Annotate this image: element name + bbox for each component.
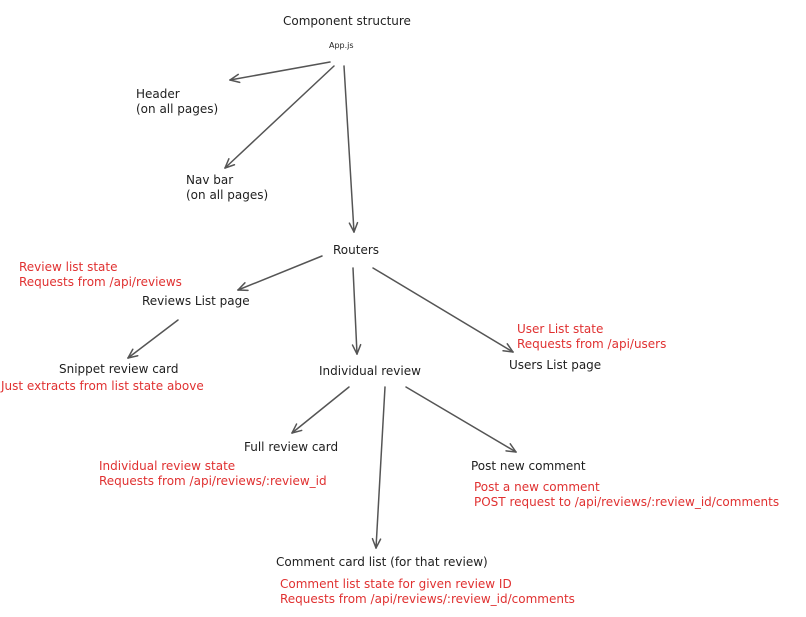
note-users-list-state: User List state xyxy=(517,322,604,336)
node-full-review-card: Full review card xyxy=(244,440,339,454)
note-full-review-card: Individual review state Requests from /a… xyxy=(99,459,327,489)
node-post-new-comment: Post new comment xyxy=(471,459,586,473)
diagram-title: Component structure xyxy=(283,14,411,28)
note-users-list-request: Requests from /api/users xyxy=(517,337,667,351)
arrow-app-to-navbar xyxy=(224,65,335,169)
note-full-review-request: Requests from /api/reviews/:review_id xyxy=(99,474,327,488)
note-comment-card-list: Comment list state for given review ID R… xyxy=(280,577,575,607)
arrow-routers-to-individual-review xyxy=(351,267,362,355)
node-header: Header (on all pages) xyxy=(136,87,218,117)
node-nav-bar-name: Nav bar xyxy=(186,173,234,187)
node-individual-review: Individual review xyxy=(319,364,421,378)
node-reviews-list-page: Reviews List page xyxy=(142,294,250,308)
node-snippet-review-card: Snippet review card xyxy=(59,362,179,376)
note-post-comment-action: Post a new comment xyxy=(474,480,600,494)
node-header-name: Header xyxy=(136,87,180,101)
note-comment-list-request: Requests from /api/reviews/:review_id/co… xyxy=(280,592,575,606)
node-nav-bar: Nav bar (on all pages) xyxy=(186,173,268,203)
note-comment-list-state: Comment list state for given review ID xyxy=(280,577,512,591)
note-users-list: User List state Requests from /api/users xyxy=(517,322,666,352)
arrow-app-to-header xyxy=(229,61,331,84)
node-app-js: App.js xyxy=(329,41,354,50)
note-reviews-list-request: Requests from /api/reviews xyxy=(19,275,182,289)
arrow-individual-review-to-full-card xyxy=(291,386,350,434)
arrow-routers-to-users-list xyxy=(372,267,514,353)
note-reviews-list: Review list state Requests from /api/rev… xyxy=(19,260,182,290)
arrow-individual-review-to-comment-list xyxy=(371,386,386,549)
arrow-app-to-routers xyxy=(343,65,359,233)
node-users-list-page: Users List page xyxy=(509,358,602,372)
arrow-routers-to-reviews-list xyxy=(237,255,323,292)
note-reviews-list-state: Review list state xyxy=(19,260,118,274)
node-header-detail: (on all pages) xyxy=(136,102,219,116)
node-routers: Routers xyxy=(333,243,380,257)
node-comment-card-list: Comment card list (for that review) xyxy=(276,555,488,569)
arrow-individual-review-to-post-comment xyxy=(405,386,517,453)
note-post-comment-request: POST request to /api/reviews/:review_id/… xyxy=(474,495,780,509)
note-full-review-state: Individual review state xyxy=(99,459,236,473)
note-post-new-comment: Post a new comment POST request to /api/… xyxy=(474,480,779,510)
note-snippet-review-card: Just extracts from list state above xyxy=(1,379,204,393)
node-nav-bar-detail: (on all pages) xyxy=(186,188,269,202)
arrow-reviews-list-to-snippet-card xyxy=(127,319,179,359)
